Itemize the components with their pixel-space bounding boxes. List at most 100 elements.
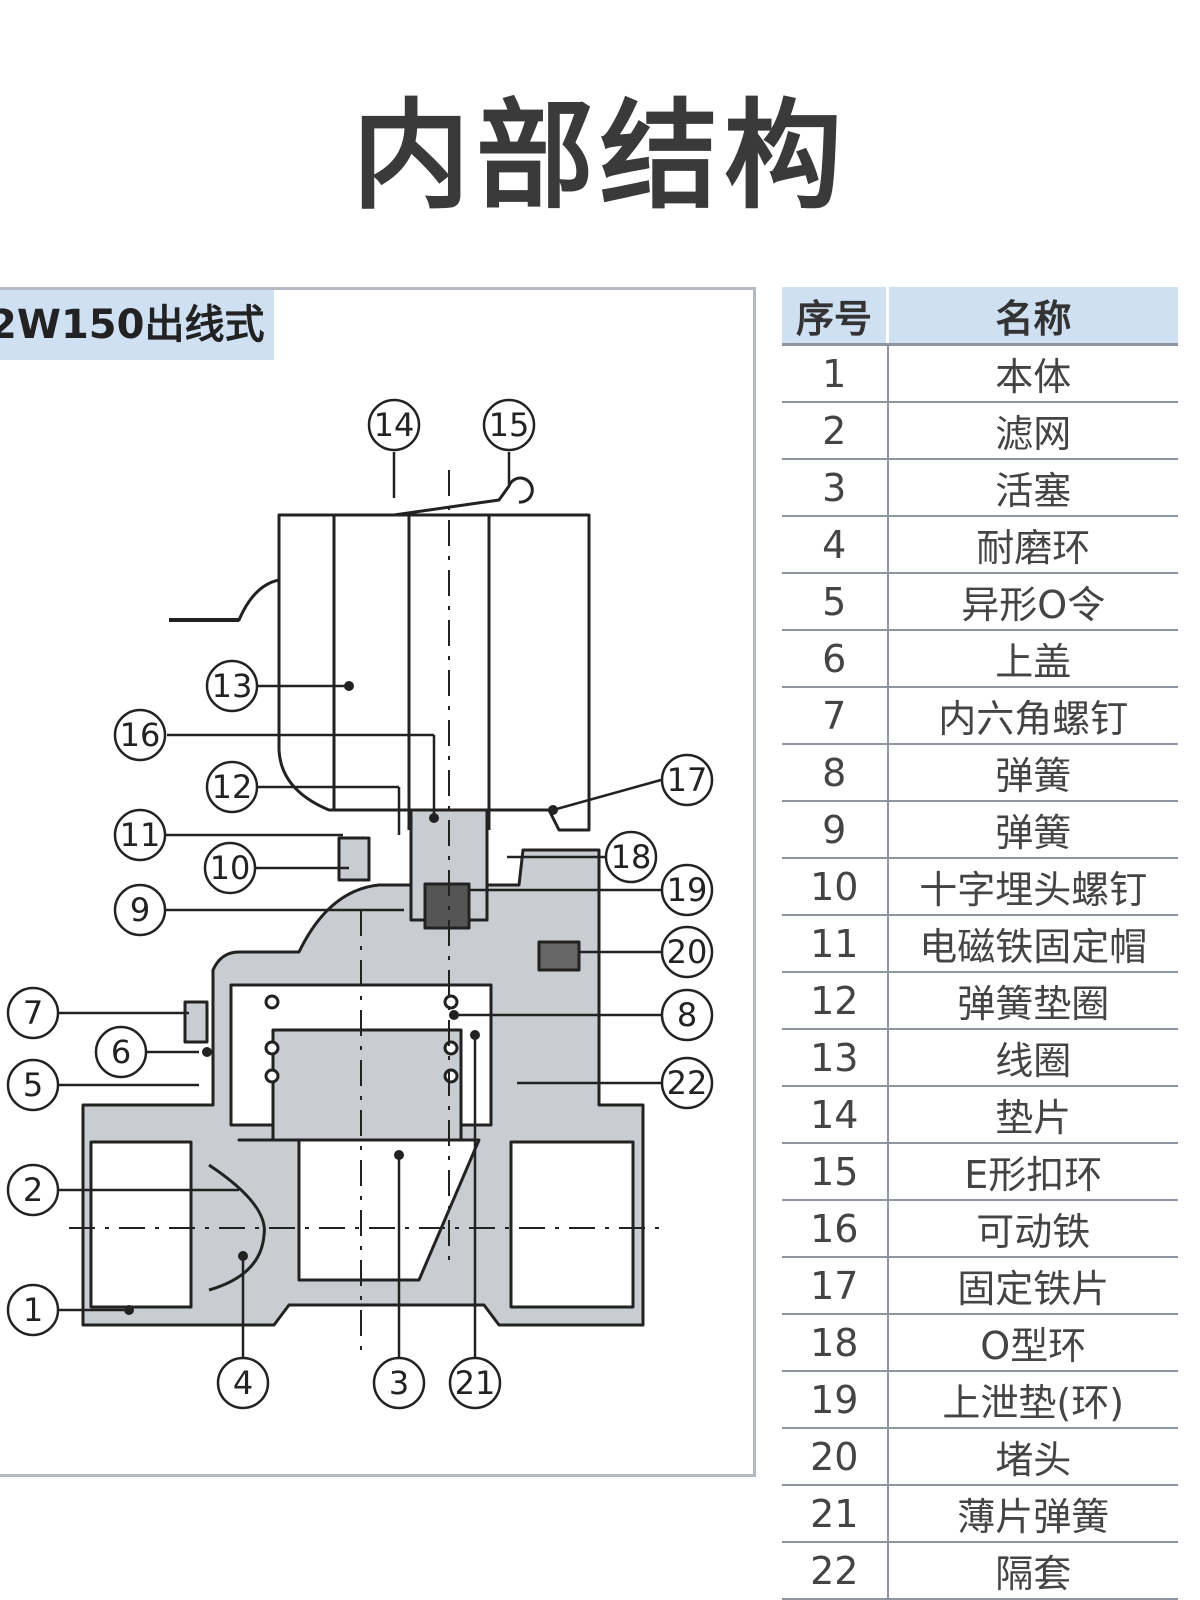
callout-4: 4	[216, 1356, 270, 1410]
row-name: 异形O令	[887, 573, 1178, 631]
svg-text:13: 13	[212, 667, 253, 705]
model-label-text: 2W150出线式	[0, 302, 265, 348]
callout-11: 11	[113, 808, 167, 862]
callout-10: 10	[203, 841, 257, 895]
row-no: 10	[782, 858, 889, 916]
svg-text:4: 4	[233, 1364, 253, 1402]
row-no: 11	[782, 915, 889, 973]
row-name: 上盖	[887, 630, 1178, 688]
row-name: 耐磨环	[887, 516, 1178, 574]
row-name: 弹簧垫圈	[887, 972, 1178, 1030]
callout-14: 14	[367, 398, 421, 452]
row-no: 17	[782, 1257, 889, 1315]
side-plug	[537, 940, 581, 972]
row-name: 弹簧	[887, 801, 1178, 859]
left-screw	[183, 1000, 209, 1044]
header-no: 序号	[782, 287, 889, 346]
svg-text:18: 18	[611, 838, 652, 876]
leader-dots	[124, 681, 558, 1315]
row-name: E形扣环	[887, 1143, 1178, 1201]
row-no: 13	[782, 1029, 889, 1087]
row-no: 3	[782, 459, 889, 517]
svg-text:15: 15	[489, 406, 530, 444]
row-name: 弹簧	[887, 744, 1178, 802]
row-no: 19	[782, 1371, 889, 1429]
row-no: 22	[782, 1542, 889, 1600]
callout-18: 18	[604, 830, 658, 884]
callout-22: 22	[660, 1056, 714, 1110]
svg-text:17: 17	[667, 761, 708, 799]
row-name: 线圈	[887, 1029, 1178, 1087]
row-no: 16	[782, 1200, 889, 1258]
svg-text:2: 2	[23, 1171, 43, 1209]
row-no: 18	[782, 1314, 889, 1372]
row-name: 本体	[887, 344, 1178, 403]
callout-6: 6	[94, 1025, 148, 1079]
piston	[271, 1028, 463, 1142]
row-name: 十字埋头螺钉	[887, 858, 1178, 916]
callout-21: 21	[448, 1356, 502, 1410]
row-name: 活塞	[887, 459, 1178, 517]
svg-text:21: 21	[455, 1364, 496, 1402]
callout-15: 15	[482, 398, 536, 452]
row-no: 20	[782, 1428, 889, 1486]
fixing-cap	[337, 836, 371, 882]
svg-text:22: 22	[667, 1064, 708, 1102]
row-no: 15	[782, 1143, 889, 1201]
coil-housing	[277, 513, 591, 832]
row-name: 薄片弹簧	[887, 1485, 1178, 1543]
callout-7: 7	[6, 986, 60, 1040]
row-name: 可动铁	[887, 1200, 1178, 1258]
callout-2: 2	[6, 1163, 60, 1217]
row-name: 堵头	[887, 1428, 1178, 1486]
row-name: 滤网	[887, 402, 1178, 460]
row-no: 2	[782, 402, 889, 460]
row-name: 电磁铁固定帽	[887, 915, 1178, 973]
row-no: 7	[782, 687, 889, 745]
row-no: 1	[782, 344, 889, 403]
model-label: 2W150出线式	[0, 290, 275, 360]
row-name: 固定铁片	[887, 1257, 1178, 1315]
svg-text:5: 5	[23, 1066, 43, 1104]
svg-text:16: 16	[120, 716, 161, 754]
callout-16: 16	[113, 708, 167, 762]
callout-8: 8	[660, 988, 714, 1042]
callout-9: 9	[113, 883, 167, 937]
svg-text:1: 1	[23, 1291, 43, 1329]
callout-5: 5	[6, 1058, 60, 1112]
row-name: 内六角螺钉	[887, 687, 1178, 745]
row-no: 5	[782, 573, 889, 631]
parts-table-header: 序号 名称	[782, 287, 1178, 346]
callout-1: 1	[6, 1283, 60, 1337]
callout-17: 17	[660, 753, 714, 807]
row-no: 9	[782, 801, 889, 859]
strainer	[208, 1163, 266, 1292]
row-no: 12	[782, 972, 889, 1030]
e-clip	[393, 476, 534, 517]
svg-text:14: 14	[374, 406, 415, 444]
row-name: O型环	[887, 1314, 1178, 1372]
seal-block	[423, 882, 471, 930]
svg-text:12: 12	[212, 768, 253, 806]
inlet-port	[89, 1140, 193, 1309]
outlet-port	[509, 1140, 635, 1309]
svg-text:8: 8	[677, 996, 697, 1034]
